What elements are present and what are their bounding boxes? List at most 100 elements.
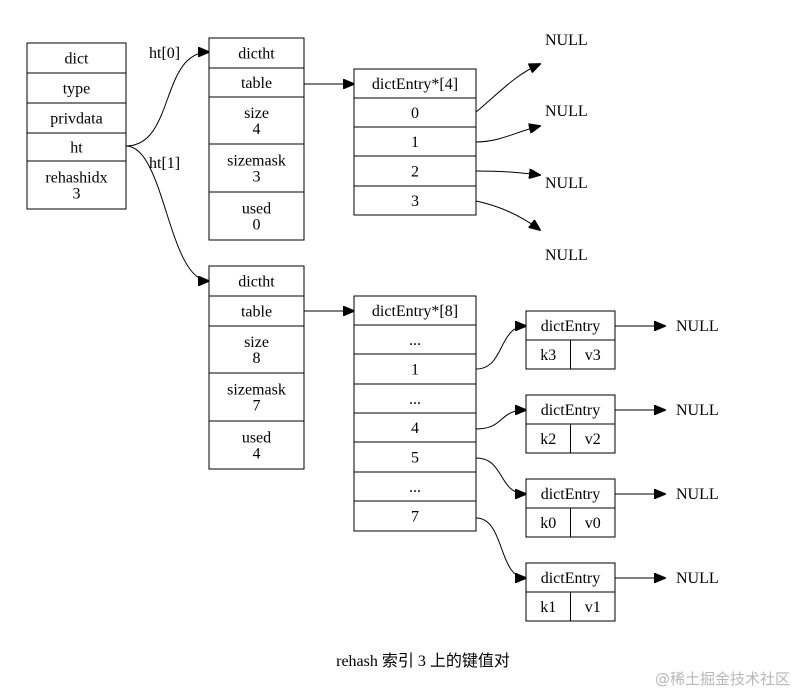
dictht0-field-label: sizemask — [227, 153, 286, 170]
dictht0-field-label: 4 — [253, 121, 261, 138]
null-label: NULL — [545, 32, 588, 49]
dict-cell — [26, 160, 127, 210]
dictht1-field-label: dictht — [238, 274, 275, 291]
dictentry-array-8-node: dictEntry*[8]...1...45...7 — [353, 295, 477, 532]
array4-field-label: 0 — [411, 105, 419, 122]
null-label: NULL — [676, 570, 719, 587]
dictentry-value-cell — [570, 339, 616, 370]
array8-cell — [353, 412, 477, 443]
dictentry-title: dictEntry — [541, 402, 601, 419]
array8-cell — [353, 471, 477, 502]
array8-field-label: 1 — [411, 362, 419, 379]
caption: rehash 索引 3 上的键值对 — [336, 652, 510, 670]
dictentry-title-cell — [525, 562, 616, 593]
dictentry-value-cell — [570, 423, 616, 454]
array8-field-label: dictEntry*[8] — [372, 303, 458, 320]
dict-field-label: dict — [65, 51, 90, 68]
edge-null-1 — [475, 126, 540, 143]
dictht1-field-label: size — [244, 334, 269, 351]
dict-cell — [26, 132, 127, 162]
array8-field-label: 7 — [411, 509, 419, 526]
null-label: NULL — [545, 103, 588, 120]
edge-ht1 — [125, 145, 209, 281]
dictht0-cell — [208, 143, 305, 193]
dictentry-key-cell — [525, 339, 571, 370]
dictht1-field-label: sizemask — [227, 382, 286, 399]
array8-cell — [353, 383, 477, 414]
dict-field-label: ht — [70, 140, 83, 157]
label-ht0: ht[0] — [149, 45, 180, 62]
array8-field-label: ... — [409, 332, 421, 349]
dictht0-field-label: table — [241, 75, 272, 92]
dict-field-label: rehashidx — [45, 170, 107, 187]
dict-field-label: privdata — [50, 111, 102, 128]
array4-field-label: 3 — [411, 193, 419, 210]
array8-field-label: ... — [409, 479, 421, 496]
dictht0-field-label: 0 — [253, 217, 261, 234]
dictht1-field-label: used — [242, 430, 271, 447]
dictht0-field-label: dictht — [238, 46, 275, 63]
dictentry-value: v0 — [585, 515, 601, 532]
dictht1-cell — [208, 372, 305, 422]
null-label: NULL — [676, 318, 719, 335]
dictentry-key: k0 — [540, 515, 556, 532]
dictht1-field-label: 4 — [253, 446, 261, 463]
dictht0-field-label: used — [242, 201, 271, 218]
array4-cell — [353, 155, 477, 187]
dictht0-cell — [208, 191, 305, 241]
edge-entry-k0 — [475, 457, 526, 494]
dictentry-title: dictEntry — [541, 486, 601, 503]
array8-cell — [353, 441, 477, 473]
dictht0-cell — [208, 37, 305, 69]
dictht1-field-label: table — [241, 304, 272, 321]
array4-field-label: 2 — [411, 164, 419, 181]
dictht0-field-label: 3 — [253, 169, 261, 186]
array8-cell — [353, 295, 477, 326]
dictentry-value: v1 — [585, 599, 601, 616]
dictentry-value-cell — [570, 507, 616, 538]
dictht0-field-label: size — [244, 105, 269, 122]
dictht1-cell — [208, 265, 305, 297]
dictht1-cell — [208, 295, 305, 327]
dictentry-title: dictEntry — [541, 570, 601, 587]
dictht0-cell — [208, 67, 305, 98]
array4-field-label: dictEntry*[4] — [372, 76, 458, 93]
dictentry-title: dictEntry — [541, 318, 601, 335]
array8-field-label: 5 — [411, 450, 419, 467]
dict-field-label: 3 — [73, 186, 81, 203]
dictentry-key-cell — [525, 507, 571, 538]
dict-field-label: type — [63, 81, 91, 98]
array4-field-label: 1 — [411, 134, 419, 151]
dictht1-cell — [208, 420, 305, 470]
array4-cell — [353, 68, 477, 99]
dictht1-field-label: 8 — [253, 350, 261, 367]
array8-cell — [353, 324, 477, 355]
array4-cell — [353, 126, 477, 157]
null-labels: NULL NULL NULL NULL NULL NULL NULL NULL — [545, 32, 719, 587]
dictentry-value-cell — [570, 591, 616, 622]
edge-entry-k2 — [475, 410, 526, 430]
dictentry-node: dictEntry k0 v0 — [525, 478, 616, 538]
dictentry-array-4-node: dictEntry*[4] 0 1 2 3 — [353, 68, 477, 216]
array8-cell — [353, 353, 477, 385]
null-label: NULL — [545, 175, 588, 192]
label-ht1: ht[1] — [149, 155, 180, 172]
edge-null-3 — [475, 200, 540, 230]
array8-field-label: ... — [409, 391, 421, 408]
array4-cell — [353, 185, 477, 216]
dictentry-title-cell — [525, 310, 616, 341]
dictentry-key: k2 — [540, 431, 556, 448]
dictht1-field-label: 7 — [253, 398, 261, 415]
array8-cell — [353, 500, 477, 532]
null-label: NULL — [676, 486, 719, 503]
dictht1-cell — [208, 325, 305, 374]
edge-entry-k1 — [475, 517, 526, 578]
